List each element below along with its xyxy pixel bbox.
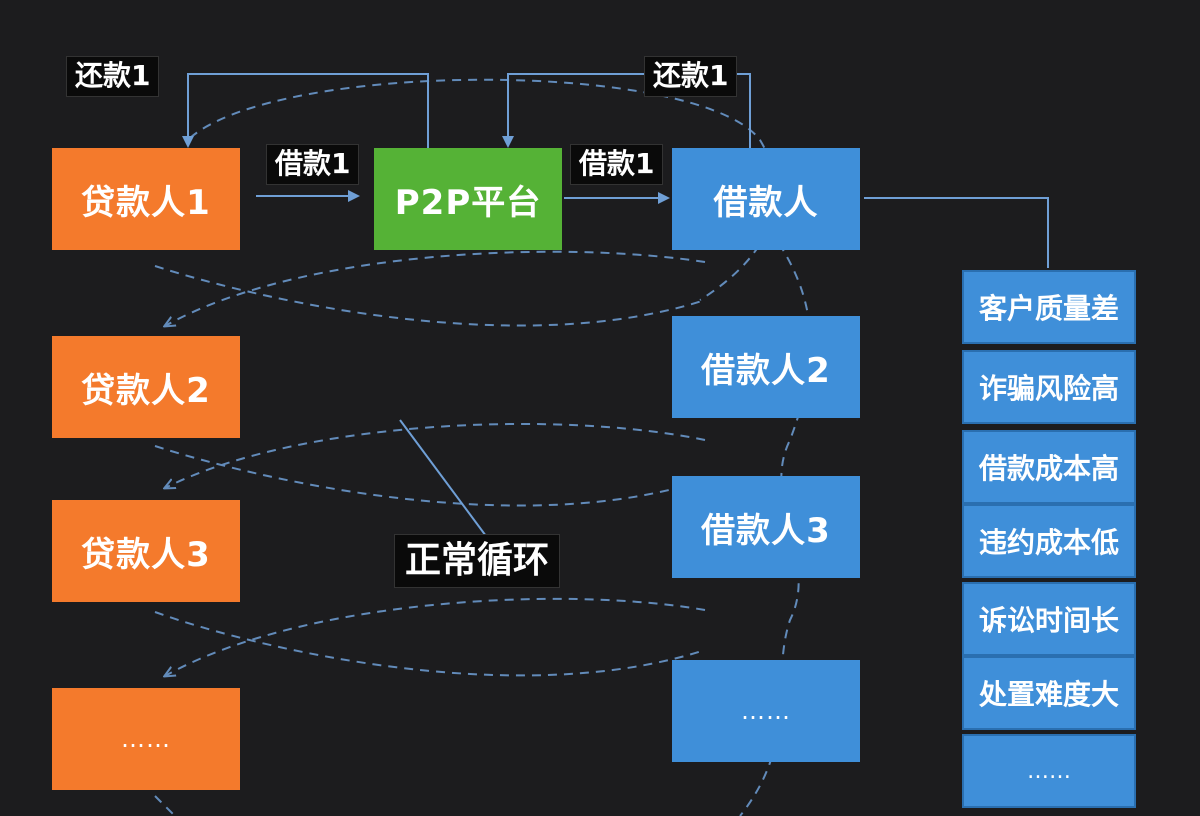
lender-1-box: 贷款人1 [52, 148, 240, 250]
dashed-loop-3a [154, 611, 706, 677]
dashed-loop-3b [165, 597, 706, 676]
platform-label: P2P平台 [394, 182, 542, 223]
line-borrower-to-risks [864, 197, 1049, 268]
normal-cycle-label: 正常循环 [394, 534, 561, 588]
risk-item: 客户质量差 [962, 270, 1136, 344]
lender-more-box: …… [52, 688, 240, 790]
risk-item: 借款成本高 [962, 430, 1136, 504]
borrower-2-box: 借款人2 [672, 316, 860, 418]
borrower-more-label: …… [741, 697, 791, 725]
risk-item: 处置难度大 [962, 656, 1136, 730]
dashed-loop-1a [154, 265, 706, 327]
dashed-loop-2a [154, 445, 706, 507]
repay-label-left: 还款1 [66, 56, 160, 97]
risk-item: 诈骗风险高 [962, 350, 1136, 424]
borrower-3-box: 借款人3 [672, 476, 860, 578]
borrower-1-label: 借款人 [713, 182, 819, 223]
pointer-normal-cycle [399, 419, 487, 537]
dashed-bottom-tail [154, 795, 176, 816]
lender-1-label: 贷款人1 [81, 182, 211, 223]
lender-3-box: 贷款人3 [52, 500, 240, 602]
arrow-repay-to-lender1 [182, 73, 429, 148]
lender-2-label: 贷款人2 [81, 370, 211, 411]
dashed-loop-2b [165, 423, 706, 488]
borrower-2-label: 借款人2 [701, 350, 831, 391]
arrow-repay-to-platform [502, 73, 751, 148]
lender-more-label: …… [121, 725, 171, 753]
platform-box: P2P平台 [374, 148, 562, 250]
risk-item: …… [962, 734, 1136, 808]
dashed-loop-1b [165, 250, 706, 326]
lender-2-box: 贷款人2 [52, 336, 240, 438]
borrow-label-left: 借款1 [266, 144, 360, 185]
borrower-3-label: 借款人3 [701, 510, 831, 551]
lender-3-label: 贷款人3 [81, 534, 211, 575]
borrower-more-box: …… [672, 660, 860, 762]
repay-label-right: 还款1 [644, 56, 738, 97]
borrower-1-box: 借款人 [672, 148, 860, 250]
risk-item: 违约成本低 [962, 504, 1136, 578]
borrow-label-right: 借款1 [570, 144, 664, 185]
risk-item: 诉讼时间长 [962, 582, 1136, 656]
